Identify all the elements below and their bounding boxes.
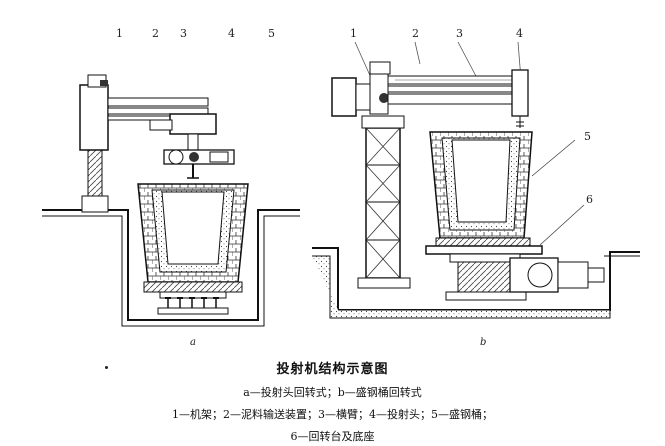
legend-line-2: 6—回转台及底座 — [290, 430, 375, 443]
label-a-3: 3 — [180, 27, 187, 40]
label-b-6: 6 — [586, 193, 593, 206]
rotating-table-b — [425, 245, 543, 301]
pit-outline-a — [42, 209, 300, 321]
label-b-4: 4 — [516, 27, 523, 40]
label-a-5: 5 — [268, 27, 275, 40]
figure-a-top-labels: 1 2 3 4 5 — [116, 27, 275, 40]
figure-subtitle: a—投射头回转式；b—盛钢桶回转式 — [243, 386, 422, 399]
label-b-1: 1 — [350, 27, 357, 40]
ladle-b — [429, 131, 533, 247]
pit-floor-b — [312, 255, 611, 319]
label-a-2: 2 — [152, 27, 159, 40]
label-b-2: 2 — [412, 27, 419, 40]
label-b-5: 5 — [584, 130, 591, 143]
sub-label-b: b — [480, 337, 486, 348]
figure-b: 1 2 3 4 — [312, 27, 640, 348]
legend-line-1: 1—机架；2—泥料输送装置；3—横臂；4—投射头；5—盛钢桶； — [172, 408, 493, 421]
label-b-3: 3 — [456, 27, 463, 40]
frame-column-b — [357, 115, 411, 289]
figure-a: 1 2 3 4 5 — [42, 27, 300, 348]
pit-wall-a — [42, 215, 300, 327]
arm-a — [107, 97, 209, 107]
machine-diagram: 1 2 3 4 5 — [42, 27, 640, 348]
arm-b — [387, 69, 529, 128]
figure-b-top-labels: 1 2 3 4 — [350, 27, 523, 40]
drive-motor-b — [509, 257, 605, 293]
sub-label-a: a — [190, 337, 196, 348]
motor-b — [331, 61, 391, 117]
label-a-1: 1 — [116, 27, 123, 40]
column-head-a — [79, 84, 109, 151]
label-a-4: 4 — [228, 27, 235, 40]
ladle-a — [137, 183, 249, 315]
figure-title: 投射机结构示意图 — [276, 362, 389, 377]
throwing-head-a — [163, 133, 235, 179]
stray-dot — [105, 366, 108, 369]
